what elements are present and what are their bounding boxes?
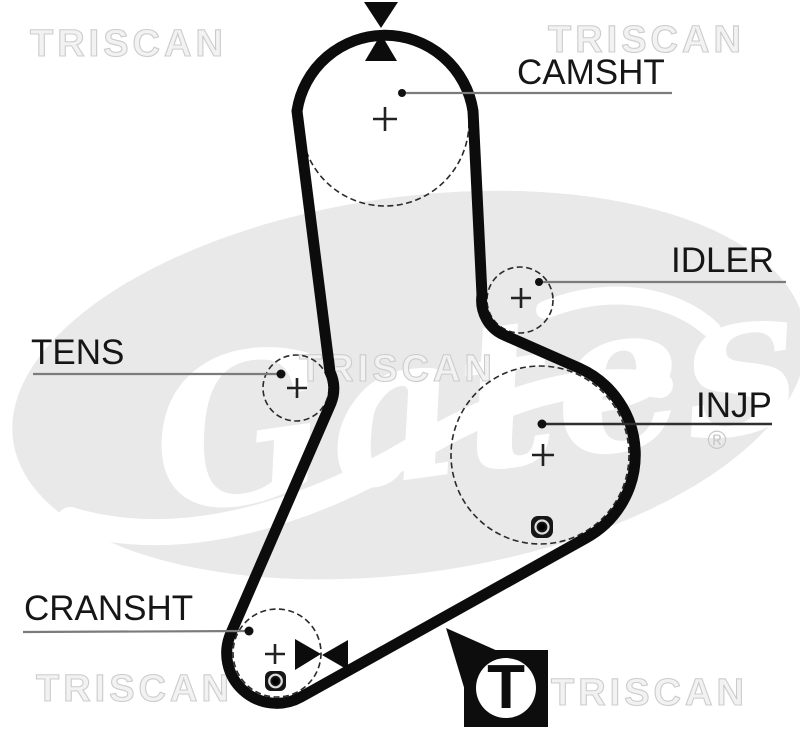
watermark-triscan-bottom-left: TRISCAN [35,668,233,710]
timing-mark-circle [476,658,536,718]
timing-mark-badge [446,628,548,727]
pulley-center-cross-marks [265,107,554,664]
leader-dots [244,89,547,636]
camshaft-timing-arrow-up-icon [365,34,397,61]
idler-pulley-circle [486,266,554,334]
camshaft-timing-arrow-down-icon [364,2,398,28]
injection-pump-bolt-icon [531,516,553,538]
crankshaft-timing-arrow-left-icon [322,640,348,670]
timing-belt-path [221,29,641,709]
svg-text:®: ® [707,425,726,455]
label-idler: IDLER [671,241,775,280]
timing-mark-letter: T [487,653,525,722]
label-camshaft: CAMSHT [517,53,665,92]
leader-lines [22,91,786,634]
gates-script-flourish [57,286,721,546]
watermark-triscan-bottom-right: TRISCAN [550,672,748,714]
label-crankshaft: CRANSHT [24,589,194,628]
registered-trademark-icon: ® [707,425,726,455]
crankshaft-bolt-icon [265,671,286,691]
crankshaft-pulley-circle [232,608,322,698]
injection-pump-pulley-circle [450,365,630,545]
label-tensioner: TENS [31,333,125,372]
crankshaft-timing-arrow-right-icon [295,639,321,670]
label-injection-pump: INJP [696,386,772,425]
watermark-triscan-top-right: TRISCAN [547,19,745,61]
watermark-triscan-top-left: TRISCAN [29,23,227,65]
